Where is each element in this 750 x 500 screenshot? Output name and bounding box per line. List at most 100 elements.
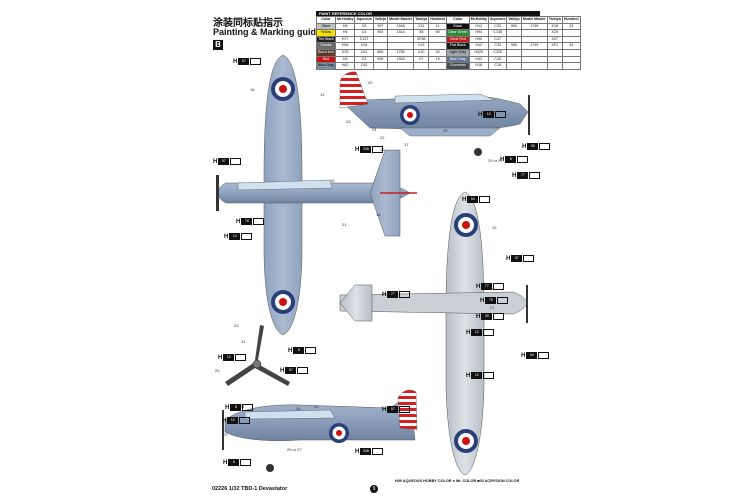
callout-code: 76: [485, 297, 497, 304]
part-number: 28: [284, 380, 289, 385]
callout-swatch: [250, 58, 262, 65]
part-number: 29 or 27: [287, 447, 302, 452]
callout-letter: H: [280, 367, 285, 374]
callout-code: 54: [467, 196, 479, 203]
callout-letter: H: [233, 58, 238, 65]
callout-letter: H: [478, 111, 483, 118]
page-number: 9: [370, 485, 378, 493]
callout-letter: H: [213, 158, 218, 165]
callout-code: 90: [481, 313, 493, 320]
part-number: 20: [368, 80, 373, 85]
part-number: 18: [250, 87, 255, 92]
top-view-plane: [216, 54, 417, 336]
part-number: 17: [404, 142, 409, 147]
callout-code: 8: [230, 404, 242, 411]
part-number: 25: [443, 128, 448, 133]
callout-letter: H: [382, 291, 387, 298]
part-number: 23: [346, 119, 351, 124]
callout-swatch: [399, 291, 411, 298]
callout-letter: H: [382, 406, 387, 413]
callout-swatch: [399, 406, 411, 413]
callout-letter: H: [466, 372, 471, 379]
callout-code: 8: [505, 156, 517, 163]
callout-swatch: [529, 172, 541, 179]
part-number: 24: [240, 404, 245, 409]
callout-code: 57: [285, 367, 297, 374]
part-number: 19: [492, 225, 497, 230]
callout-swatch: [297, 367, 309, 374]
part-number: 16: [380, 147, 385, 152]
callout-swatch: [305, 347, 317, 354]
callout-code: 12: [471, 329, 483, 336]
part-number: 21: [490, 305, 495, 310]
callout-code: 8: [228, 459, 240, 466]
title-english: Painting & Marking guide: [213, 27, 322, 37]
callout-code: 12: [227, 417, 239, 424]
callout-letter: H: [355, 146, 360, 153]
part-number: 20: [490, 286, 495, 291]
callout-code: 12: [229, 233, 241, 240]
side-view-plane-lower: [222, 389, 418, 472]
part-number: 23: [234, 323, 239, 328]
callout-swatch: [242, 404, 254, 411]
part-number: 18: [376, 212, 381, 217]
callout-code: 12: [471, 372, 483, 379]
callout-swatch: [235, 354, 247, 361]
callout-letter: H: [223, 459, 228, 466]
callout-letter: H: [476, 313, 481, 320]
part-number: 21: [342, 222, 347, 227]
part-number: 31: [241, 339, 246, 344]
callout-letter: H: [288, 347, 293, 354]
callout-letter: H: [466, 329, 471, 336]
callout-swatch: [253, 218, 265, 225]
callout-swatch: [483, 329, 495, 336]
table-cell: [506, 62, 522, 70]
callout-swatch: [495, 111, 507, 118]
callout-swatch: [539, 143, 551, 150]
part-number: 24: [296, 406, 301, 411]
callout-letter: H: [500, 156, 505, 163]
callout-code: 338: [360, 146, 372, 153]
part-number: 15: [330, 178, 335, 183]
callout-swatch: [483, 372, 495, 379]
bottom-view-plane: [339, 191, 529, 476]
callout-letter: H: [222, 417, 227, 424]
callout-code: 12: [223, 354, 235, 361]
callout-swatch: [517, 156, 529, 163]
callout-swatch: [523, 255, 535, 262]
callout-swatch: [493, 283, 505, 290]
callout-code: 77: [517, 172, 529, 179]
callout-code: 57: [387, 406, 399, 413]
callout-swatch: [372, 146, 384, 153]
callout-letter: H: [522, 143, 527, 150]
callout-letter: H: [512, 172, 517, 179]
table-cell: [546, 62, 563, 70]
callout-swatch: [241, 233, 253, 240]
callout-swatch: [230, 158, 242, 165]
